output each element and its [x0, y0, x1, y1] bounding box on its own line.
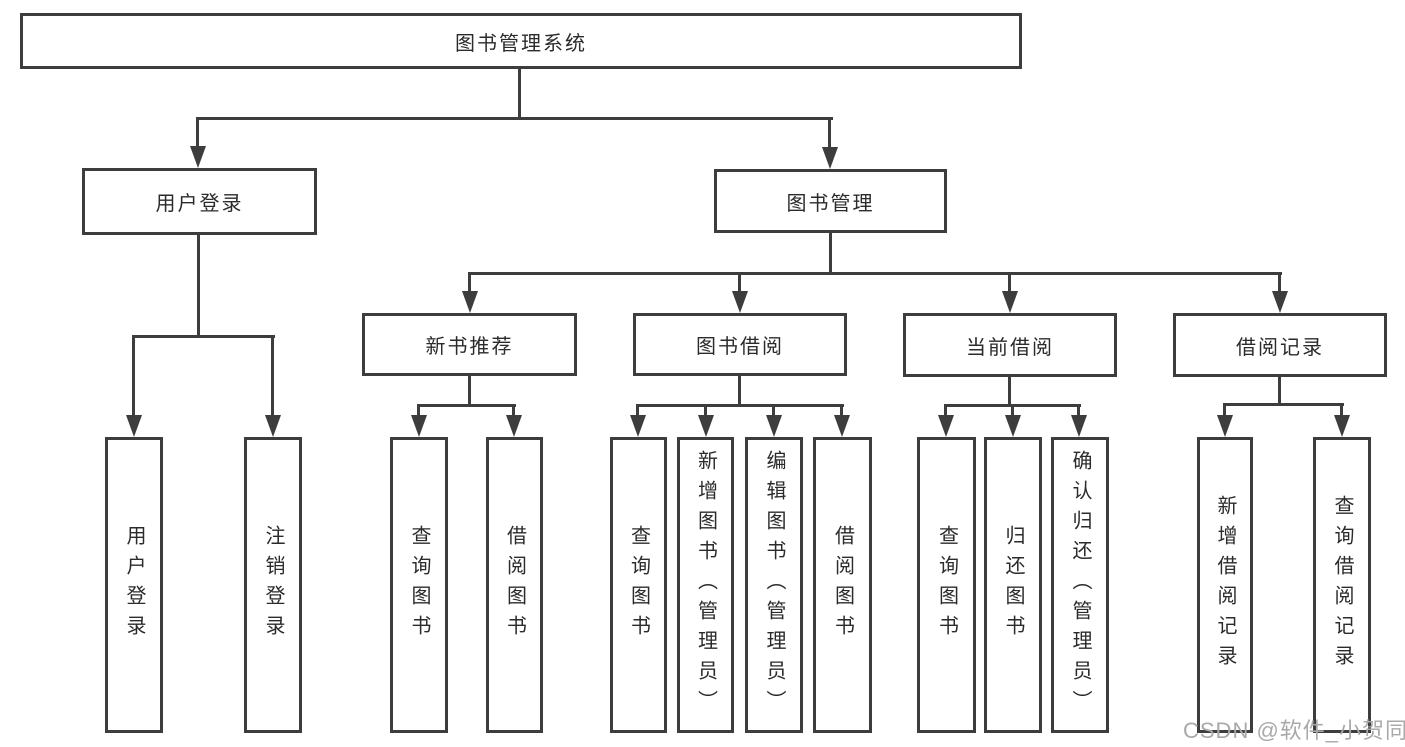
arrowhead-bb-edit-books [766, 415, 782, 437]
arrowhead-user-login [190, 146, 206, 168]
arrowhead-cb-return-books [1005, 415, 1021, 437]
arrowhead-bb-add-books [698, 415, 714, 437]
node-leaf-br-query-record: 查询借阅记录 [1313, 437, 1371, 733]
arrowhead-cb-query-books [938, 415, 954, 437]
node-book-borrow: 图书借阅 [633, 313, 847, 376]
connector-newbooks-hbar [417, 404, 516, 407]
connector-borrowrecords-hbar [1223, 403, 1344, 406]
connector-newbooks-drop-1 [417, 404, 420, 417]
connector-bookmgmt-drop-1 [468, 272, 471, 293]
connector-userlogin-hbar [132, 335, 275, 338]
connector-bookborrow-drop-4 [840, 404, 843, 417]
arrowhead-leaf-logout [265, 415, 281, 437]
connector-root-drop-left [196, 117, 199, 148]
connector-currentborrow-drop-1 [944, 404, 947, 417]
connector-userlogin-drop-2 [271, 335, 274, 417]
node-library-management-system: 图书管理系统 [20, 13, 1022, 69]
node-user-login: 用户登录 [82, 168, 317, 235]
node-leaf-br-add-record: 新增借阅记录 [1197, 437, 1253, 733]
arrowhead-leaf-user-login [126, 415, 142, 437]
connector-newbooks-drop-2 [512, 404, 515, 417]
connector-currentborrow-drop-2 [1011, 404, 1014, 417]
connector-userlogin-drop-1 [132, 335, 135, 417]
arrowhead-book-management [822, 147, 838, 169]
connector-borrowrecords-drop-2 [1340, 403, 1343, 417]
node-leaf-bb-borrow-books: 借阅图书 [813, 437, 872, 733]
node-leaf-cb-confirm-return-admin: 确认归还（管理员） [1051, 437, 1109, 733]
node-leaf-bb-add-books-admin: 新增图书（管理员） [677, 437, 734, 733]
node-leaf-user-login: 用户登录 [105, 437, 163, 733]
connector-currentborrow-stem [1008, 377, 1011, 407]
node-current-borrow: 当前借阅 [903, 313, 1117, 377]
node-leaf-nb-borrow-books: 借阅图书 [486, 437, 543, 733]
node-new-book-recommend: 新书推荐 [362, 313, 577, 376]
connector-root-hbar [197, 117, 833, 120]
connector-bookborrow-stem [738, 376, 741, 407]
connector-borrowrecords-stem [1278, 377, 1281, 405]
arrowhead-br-add-record [1217, 415, 1233, 437]
node-leaf-bb-query-books: 查询图书 [610, 437, 667, 733]
connector-root-drop-right [828, 117, 831, 149]
arrowhead-bb-borrow-books [834, 415, 850, 437]
connector-bookborrow-drop-2 [704, 404, 707, 417]
connector-bookborrow-drop-3 [772, 404, 775, 417]
node-leaf-cb-return-books: 归还图书 [984, 437, 1042, 733]
connector-bookmgmt-drop-4 [1278, 272, 1281, 293]
node-leaf-nb-query-books: 查询图书 [390, 437, 448, 733]
arrowhead-bb-query-books [630, 415, 646, 437]
connector-bookborrow-hbar [636, 404, 844, 407]
arrowhead-nb-query-books [411, 415, 427, 437]
connector-newbooks-stem [468, 376, 471, 407]
connector-currentborrow-drop-3 [1077, 404, 1080, 417]
connector-bookmgmt-drop-3 [1008, 272, 1011, 293]
connector-bookmgmt-stem [829, 233, 832, 275]
connector-borrowrecords-drop-1 [1223, 403, 1226, 417]
node-leaf-cb-query-books: 查询图书 [917, 437, 976, 733]
arrowhead-nb-borrow-books [506, 415, 522, 437]
arrowhead-book-borrow [732, 291, 748, 313]
node-leaf-bb-edit-books-admin: 编辑图书（管理员） [745, 437, 803, 733]
connector-root-stem [518, 69, 521, 120]
arrowhead-cb-confirm-return [1071, 415, 1087, 437]
connector-bookmgmt-drop-2 [738, 272, 741, 293]
arrowhead-new-book-recommend [462, 291, 478, 313]
connector-bookborrow-drop-1 [636, 404, 639, 417]
csdn-watermark: CSDN @软件_小贺同学 [1183, 718, 1405, 743]
connector-userlogin-stem [197, 235, 200, 337]
arrowhead-br-query-record [1334, 415, 1350, 437]
connector-bookmgmt-hbar [468, 272, 1282, 275]
node-borrow-records: 借阅记录 [1173, 313, 1387, 377]
arrowhead-borrow-records [1272, 291, 1288, 313]
node-book-management: 图书管理 [714, 169, 947, 233]
node-leaf-logout: 注销登录 [244, 437, 302, 733]
arrowhead-current-borrow [1002, 291, 1018, 313]
